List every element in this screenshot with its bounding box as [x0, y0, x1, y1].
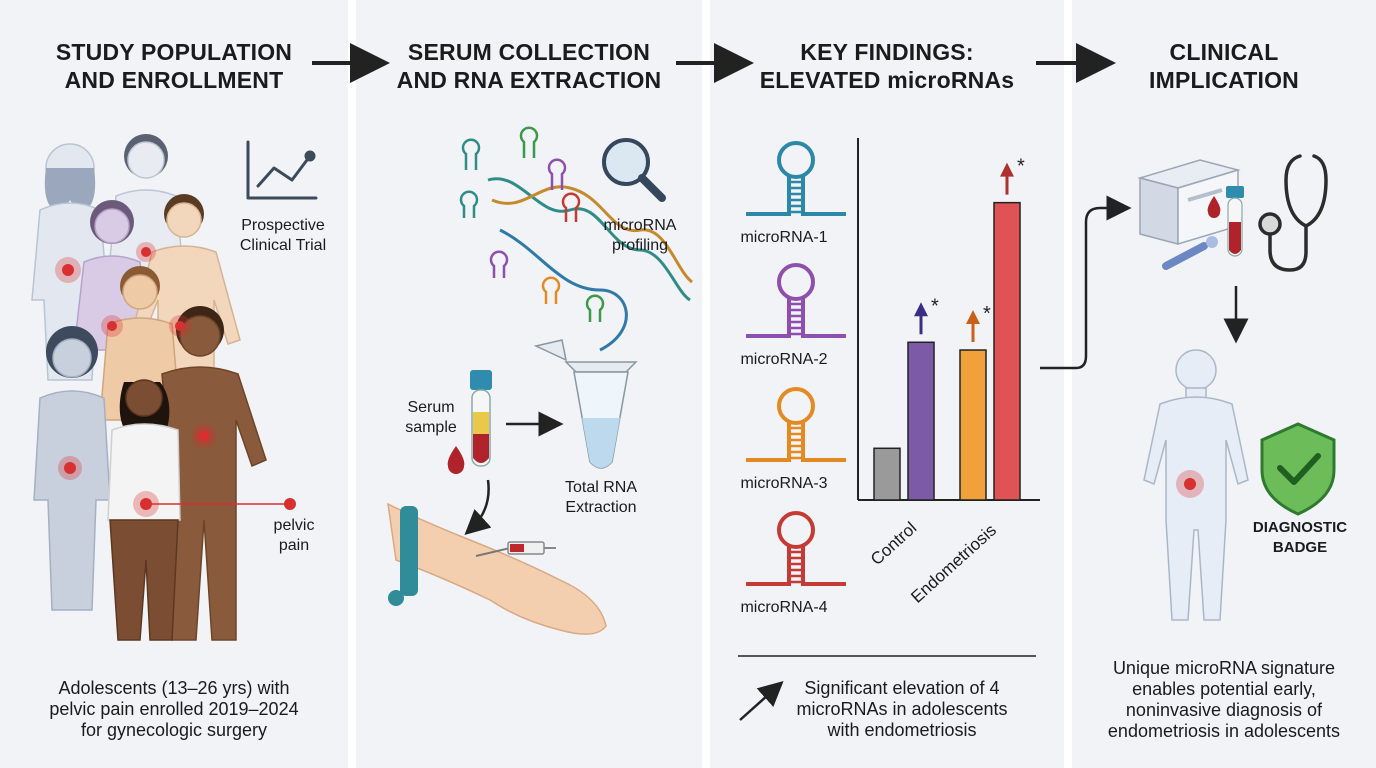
panel-3-caption: Significant elevation of 4 microRNAs in …: [796, 678, 1008, 740]
panel-1-title: STUDY POPULATION AND ENROLLMENT: [55, 39, 293, 93]
hairpin-rna-icons: [459, 126, 605, 322]
findings-chart: * * *: [738, 138, 1040, 721]
diagnostic-badge-label: DIAGNOSTIC BADGE: [1252, 519, 1348, 556]
study-population-illustration: [31, 134, 318, 641]
caption-trend-arrow: [739, 680, 784, 721]
tube-to-arm-arrow: [464, 479, 492, 536]
test-kit-box-icon: [1137, 159, 1241, 246]
bar-4-significance: *: [1017, 156, 1025, 178]
panel-3-title: KEY FINDINGS: ELEVATED microRNAs: [759, 39, 1015, 93]
mirna-2-label: microRNA-2: [740, 351, 828, 368]
bar-4-arrowhead: [1000, 162, 1014, 177]
panel-4-caption: Unique microRNA signature enables potent…: [1107, 658, 1341, 741]
diagnostic-shield-icon: [1260, 422, 1336, 516]
trial-label: Prospective Clinical Trial: [239, 217, 327, 254]
mirna-3-hairpin-icon: [746, 387, 846, 462]
mirna-4-label: microRNA-4: [740, 599, 828, 616]
clinical-implication-panel: [1072, 0, 1376, 768]
bar-3-significance: *: [983, 303, 991, 325]
bar-2-significance: *: [931, 295, 939, 317]
bar-1: [873, 447, 901, 501]
clinical-implication-illustration: [1040, 154, 1336, 621]
extraction-label: Total RNA Extraction: [564, 479, 638, 516]
swab-icon: [1162, 236, 1218, 270]
panel-1-caption: Adolescents (13–26 yrs) with pelvic pain…: [49, 678, 299, 740]
serum-tube-icon: [470, 370, 492, 467]
bar-3-arrowhead: [966, 310, 980, 325]
arm-draw-icon: [387, 502, 607, 635]
magnifier-icon: [602, 138, 666, 202]
bar-3: [959, 349, 987, 501]
trial-chart-icon: [246, 140, 318, 200]
patient-figure: [1143, 349, 1249, 621]
test-tube-icon: [1226, 186, 1244, 257]
bar-4: [993, 201, 1021, 501]
chart-to-kit-arrow: [1040, 195, 1132, 370]
mirna-3-label: microRNA-3: [740, 475, 828, 492]
serum-label: Serum sample: [405, 399, 457, 436]
bar-2-arrowhead: [914, 302, 928, 317]
person-front: [107, 379, 181, 641]
panel-2-title: SERUM COLLECTION AND RNA EXTRACTION: [396, 39, 662, 93]
patient-pain-marker: [1176, 470, 1204, 498]
eppendorf-tube-icon: [533, 339, 638, 469]
pain-pointer-dot: [284, 498, 296, 510]
pain-markers: [55, 242, 216, 517]
rna-extraction-illustration: [387, 126, 693, 635]
profiling-label: microRNA profiling: [603, 217, 677, 254]
mirna-2-hairpin-icon: [746, 263, 846, 338]
bar-2: [907, 341, 935, 501]
mirna-1-label: microRNA-1: [740, 229, 828, 246]
mirna-1-hairpin-icon: [746, 141, 846, 216]
panel-4-title: CLINICAL IMPLICATION: [1149, 39, 1299, 93]
dna-helix-icon: [487, 177, 693, 352]
blood-drop-icon: [447, 446, 465, 474]
mirna-4-hairpin-icon: [746, 511, 846, 586]
stethoscope-icon: [1258, 154, 1328, 272]
pain-label: pelvic pain: [273, 517, 315, 554]
person-grey-left: [33, 326, 111, 611]
